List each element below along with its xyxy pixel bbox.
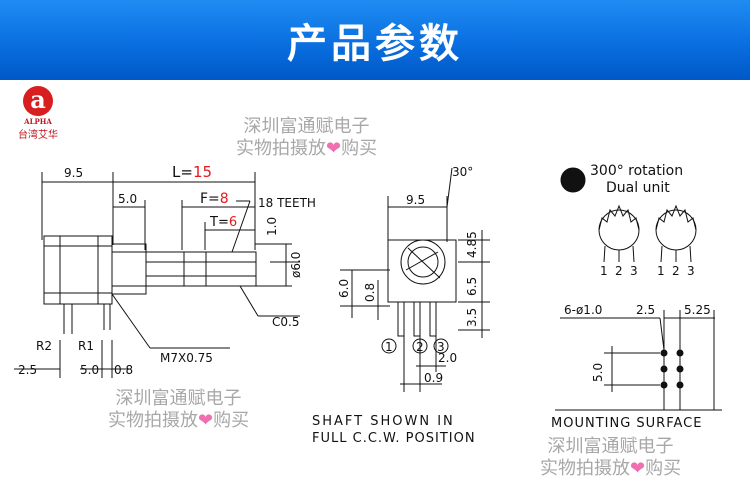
rotation-label: 300° rotation	[590, 163, 683, 179]
dim-5-0-top: 5.0	[118, 192, 137, 206]
pin-2-marker	[412, 338, 428, 354]
dim-3-5: 3.5	[465, 308, 479, 327]
gear-right-pin-1: 1	[657, 264, 665, 278]
gear-left-pin-2: 2	[615, 264, 623, 278]
banner-title: 产品参数	[287, 21, 463, 67]
dim-5-0-bottom: 5.0	[80, 363, 99, 377]
dim-dia-6: ø6.0	[289, 252, 303, 278]
dim-6-5: 6.5	[465, 277, 479, 296]
watermark-top-line2: 实物拍摄放❤购买	[236, 138, 378, 159]
side-view-geometry	[14, 172, 300, 378]
watermark-right-line1: 深圳富通赋电子	[547, 436, 674, 457]
pin-2-label: 2	[416, 340, 424, 354]
dim-0-9-front: 0.9	[424, 371, 443, 385]
dim-5-0-right: 5.0	[591, 363, 605, 382]
dim-l-label: L=15	[172, 163, 212, 181]
gear-right-pin-3: 3	[687, 264, 695, 278]
watermark-right-line2: 实物拍摄放❤购买	[540, 458, 682, 479]
right-panel-geometry	[555, 167, 722, 411]
pin-1-marker	[381, 338, 397, 354]
dim-6-0-front: 6.0	[337, 279, 351, 298]
dim-2-0-front: 2.0	[438, 351, 457, 365]
watermark-right: 深圳富通赋电子 实物拍摄放❤购买	[540, 436, 681, 480]
dim-1-0-side: 1.0	[265, 217, 279, 236]
pin-r2-label: R2	[36, 339, 52, 353]
chamfer-label: C0.5	[272, 315, 299, 329]
pin-r1-label: R1	[78, 339, 94, 353]
unit-label: Dual unit	[606, 180, 670, 196]
dim-0-8-front: 0.8	[363, 283, 377, 302]
title-banner: 产品参数	[0, 0, 750, 80]
heart-icon: ❤	[630, 458, 646, 479]
dim-f-label: F=8	[200, 191, 229, 207]
alpha-logo: a ALPHA 台湾艾华	[8, 86, 68, 142]
holes-label: 6-ø1.0	[564, 303, 602, 317]
heart-icon: ❤	[326, 138, 342, 159]
dim-2-5-side: 2.5	[18, 363, 37, 377]
shaft-caption-line2: FULL C.C.W. POSITION	[312, 431, 476, 446]
dim-9-5-side: 9.5	[64, 166, 83, 180]
heart-icon: ❤	[198, 410, 214, 431]
thread-label: M7X0.75	[160, 351, 213, 365]
watermark-top-line1: 深圳富通赋电子	[243, 116, 370, 137]
dim-4-85: 4.85	[465, 231, 479, 258]
alpha-logo-icon: a	[23, 86, 53, 116]
logo-chinese-text: 台湾艾华	[18, 130, 58, 141]
gear-left-pin-3: 3	[630, 264, 638, 278]
watermark-left-line1: 深圳富通赋电子	[115, 388, 242, 409]
dim-t-label: T=6	[209, 215, 237, 230]
teeth-label: 18 TEETH	[258, 196, 316, 210]
dim-5-25-right: 5.25	[684, 303, 711, 317]
dim-2-5-right: 2.5	[636, 303, 655, 317]
shaft-caption-line1: SHAFT SHOWN IN	[312, 414, 455, 429]
technical-drawing: 9.5 L=15 5.0 F=8 18 TEETH T=6 1.0 ø6.0 C…	[14, 163, 722, 446]
front-view-geometry	[340, 167, 490, 392]
dim-0-8-side: 0.8	[114, 363, 133, 377]
gear-right-pin-2: 2	[672, 264, 680, 278]
pin-3-marker	[433, 338, 449, 354]
angle-label: 30°	[452, 165, 473, 179]
watermark-top: 深圳富通赋电子 实物拍摄放❤购买	[236, 116, 377, 160]
dim-9-5-front: 9.5	[406, 193, 425, 207]
mounting-surface-label: MOUNTING SURFACE	[551, 416, 702, 431]
gear-left-pin-1: 1	[600, 264, 608, 278]
logo-english-text: ALPHA	[24, 117, 52, 126]
watermark-left: 深圳富通赋电子 实物拍摄放❤购买	[108, 388, 249, 432]
pin-3-label: 3	[437, 340, 445, 354]
pin-1-label: 1	[385, 340, 393, 354]
watermark-left-line2: 实物拍摄放❤购买	[108, 410, 250, 431]
